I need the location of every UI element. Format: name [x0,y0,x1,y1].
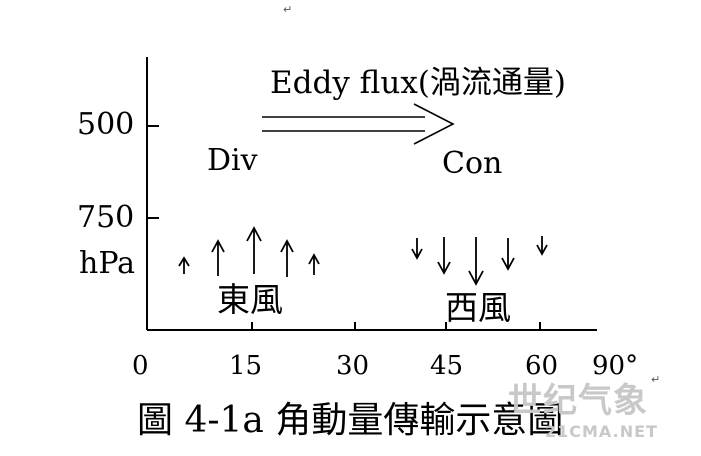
y-tick-label-750: 750 [77,200,135,235]
return-mark-top: ↵ [283,3,293,16]
div-label: Div [207,143,258,178]
watermark-cn: 世纪气象 [508,381,648,421]
westerly-label: 西風 [445,288,511,327]
y-axis-unit: hPa [79,246,136,281]
x-tick-label-45: 45 [430,351,464,381]
eddy-flux-arrow [262,103,455,145]
figure-caption: 圖 4-1a 角動量傳輸示意圖 [137,400,564,441]
eddy-flux-label: Eddy flux(渦流通量) [270,65,566,101]
up-arrow-small-2 [308,253,320,275]
up-arrow-large [246,226,262,274]
up-arrow-small-1 [178,256,190,274]
down-arrow-large [468,237,484,286]
easterly-label: 東風 [217,280,283,319]
watermark-url: 21CMA.NET [545,422,658,441]
down-arrow-small-1 [411,238,423,260]
down-arrow-small-2 [536,236,548,256]
up-arrow-medium-2 [280,239,294,277]
easterly-up-arrows [178,226,320,277]
westerly-down-arrows [411,236,548,286]
x-tick-label-30: 30 [336,351,370,381]
return-mark-right: ↵ [651,373,661,386]
x-tick-label-0: 0 [132,351,149,381]
x-tick-label-90: 90° [592,351,639,381]
down-arrow-medium-2 [501,238,515,271]
x-tick-label-60: 60 [525,351,559,381]
y-tick-label-500: 500 [77,107,135,142]
up-arrow-medium-1 [211,239,225,276]
con-label: Con [442,146,503,181]
x-tick-label-15: 15 [229,351,263,381]
down-arrow-medium-1 [437,237,451,275]
